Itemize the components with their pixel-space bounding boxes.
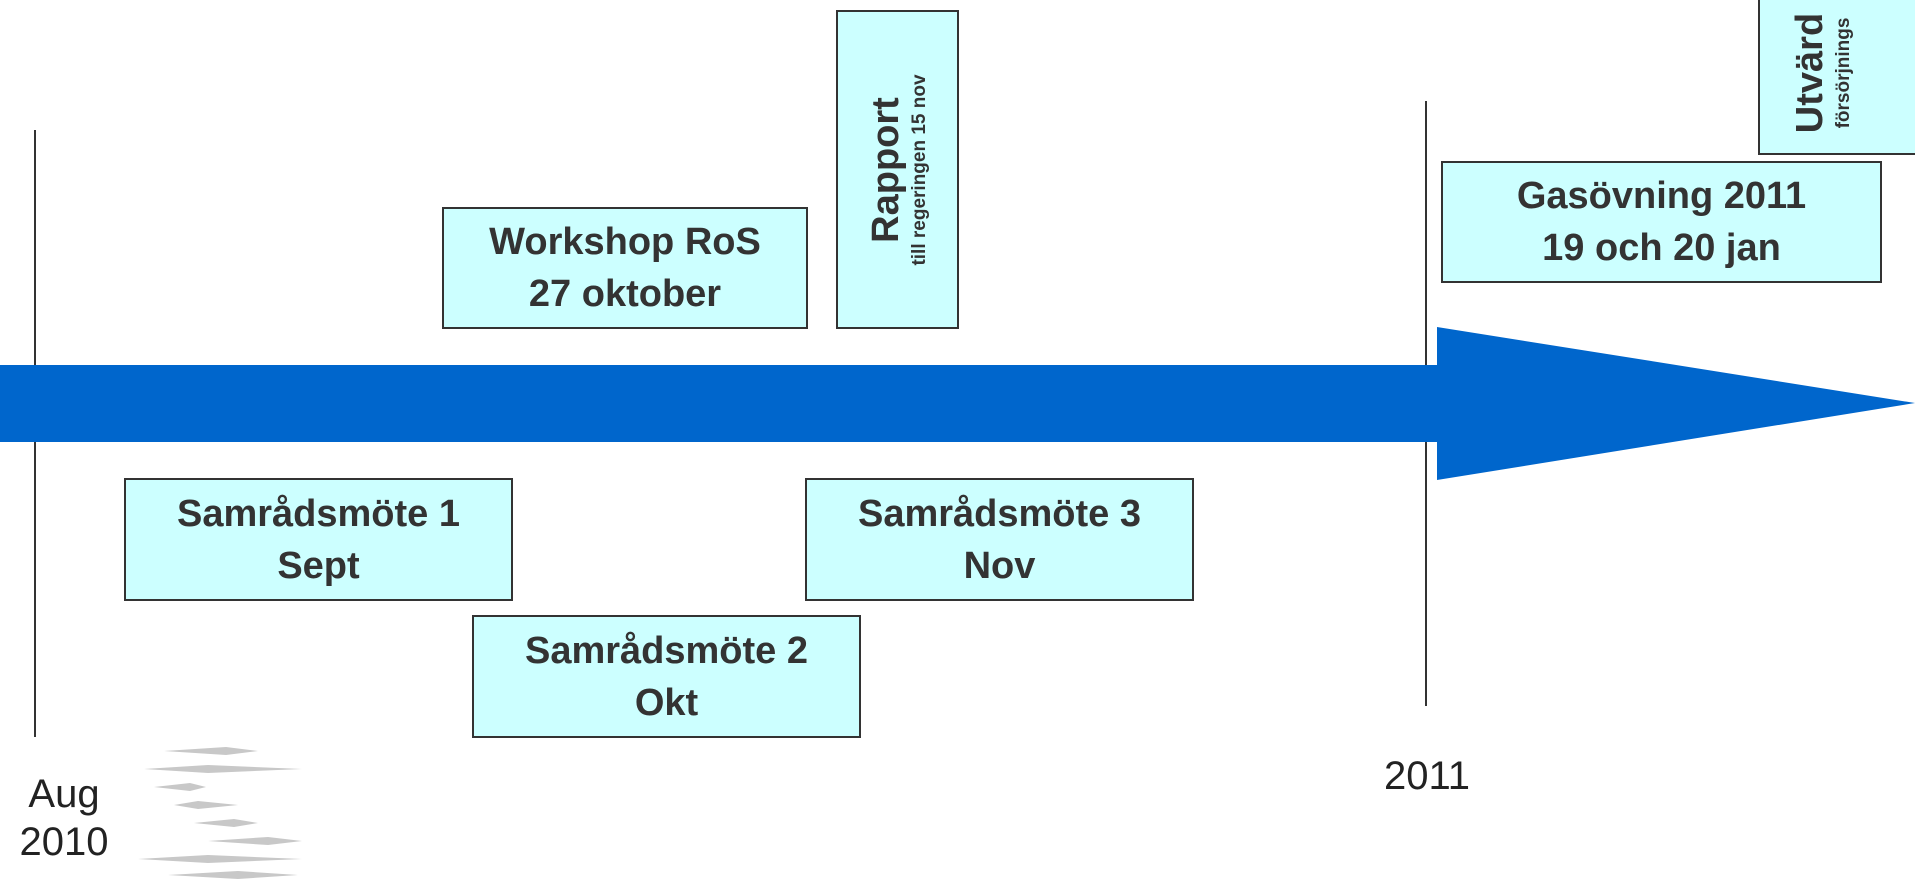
samradsmote-1-box: Samrådsmöte 1 Sept xyxy=(124,478,513,601)
samradsmote-2-box: Samrådsmöte 2 Okt xyxy=(472,615,861,738)
gasovning-title: Gasövning 2011 xyxy=(1516,175,1807,217)
year-2011-label: 2011 xyxy=(1383,754,1470,798)
samradsmote-3-title: Samrådsmöte 3 xyxy=(857,492,1141,535)
samradsmote-2-title: Samrådsmöte 2 xyxy=(524,629,808,672)
utvardering-subtitle: försörjnings xyxy=(1833,17,1854,128)
timeline-arrow-shaft xyxy=(0,365,1440,442)
workshop-date: 27 oktober xyxy=(528,273,722,315)
rapport-box: Rapport till regeringen 15 nov xyxy=(836,10,959,329)
workshop-box: Workshop RoS 27 oktober xyxy=(442,207,808,329)
utvardering-box: Utvärd försörjnings xyxy=(1758,0,1915,155)
rapport-subtitle: till regeringen 15 nov xyxy=(908,73,930,266)
samradsmote-1-month: Sept xyxy=(277,544,360,587)
samradsmote-3-box: Samrådsmöte 3 Nov xyxy=(805,478,1194,601)
gasovning-box: Gasövning 2011 19 och 20 jan xyxy=(1441,161,1882,283)
start-month-label: Aug xyxy=(28,772,100,816)
samradsmote-1-title: Samrådsmöte 1 xyxy=(176,492,460,535)
samradsmote-2-month: Okt xyxy=(634,681,699,724)
start-year-label: 2010 xyxy=(19,820,109,864)
workshop-title: Workshop RoS xyxy=(489,221,761,263)
timeline-arrow-head xyxy=(1437,327,1915,480)
samradsmote-3-month: Nov xyxy=(963,544,1036,587)
gasovning-date: 19 och 20 jan xyxy=(1542,227,1781,269)
striped-logo-icon xyxy=(138,747,302,879)
utvardering-title: Utvärd xyxy=(1789,12,1831,133)
rapport-title: Rapport xyxy=(864,96,907,243)
start-date-label: Aug 2010 xyxy=(14,770,114,866)
